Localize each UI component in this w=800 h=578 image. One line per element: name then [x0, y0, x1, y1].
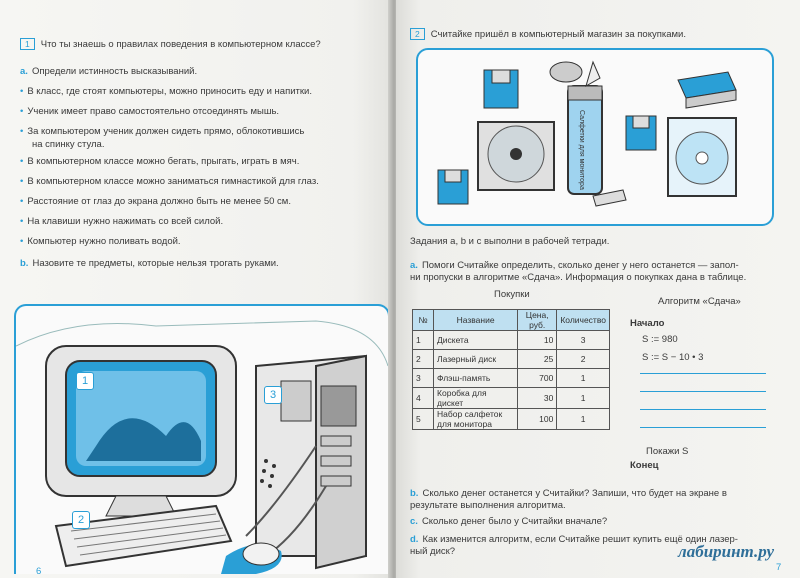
- algorithm-start: Начало: [630, 318, 665, 329]
- statement: •В класс, где стоят компьютеры, можно пр…: [20, 86, 312, 97]
- task-title: Что ты знаешь о правилах поведения в ком…: [40, 39, 321, 50]
- page-number: 6: [36, 566, 42, 577]
- table-header-row: № Название Цена, руб. Количество: [411, 309, 610, 331]
- part-a-line-2: ни пропуски в алгоритме «Сдача». Информа…: [410, 272, 747, 283]
- computer-drawing: [15, 320, 389, 574]
- shop-items-drawing: Салфетки для монитора: [437, 60, 737, 207]
- statement: •В компьютерном классе можно бегать, пры…: [20, 156, 300, 167]
- task-1-heading: 1 Что ты знаешь о правилах поведения в ко…: [20, 38, 321, 51]
- statement: •В компьютерном классе можно заниматься …: [20, 176, 319, 187]
- wipes-label: Салфетки для монитора: [578, 110, 585, 190]
- table-caption: Покупки: [494, 289, 530, 300]
- task-number-badge: 2: [410, 28, 425, 40]
- right-page: 2 Считайке пришёл в компьютерный магазин …: [396, 0, 800, 578]
- task-number-badge: 1: [20, 38, 35, 50]
- statement: •За компьютером ученик должен сидеть пря…: [20, 126, 305, 137]
- callout-1: 1: [76, 372, 94, 390]
- algorithm-line-2: S := S − 10 • 3: [642, 352, 704, 363]
- part-d-line-1: d.Как изменится алгоритм, если Считайке …: [410, 534, 738, 545]
- part-c: c.Сколько денег было у Считайки вначале?: [410, 516, 608, 527]
- part-a-label: a.: [20, 66, 28, 77]
- statement-continued: на спинку стула.: [32, 139, 105, 150]
- answer-line: [640, 427, 766, 428]
- part-b-text: Назовите те предметы, которые нельзя тро…: [32, 258, 279, 269]
- answer-line: [640, 373, 766, 374]
- algorithm-output: Покажи S: [646, 446, 689, 457]
- part-b-line-1: b.Сколько денег останется у Считайки? За…: [410, 488, 727, 499]
- statement: •На клавиши нужно нажимать со всей силой…: [20, 216, 224, 227]
- part-b-label: b.: [20, 258, 29, 269]
- watermark: лабиринт.ру: [678, 542, 775, 561]
- algorithm-line-1: S := 980: [642, 334, 678, 345]
- part-a-text: Определи истинность высказываний.: [31, 66, 198, 77]
- answer-line: [640, 409, 766, 410]
- part-d-line-2: ный диск?: [410, 546, 456, 557]
- instructions: Задания a, b и c выполни в рабочей тетра…: [410, 236, 610, 247]
- page-number: 7: [776, 562, 782, 573]
- part-b-line-2: результате выполнения алгоритма.: [410, 500, 566, 511]
- shop-items-illustration: Салфетки для монитора: [416, 48, 774, 226]
- statement: •Расстояние от глаз до экрана должно быт…: [20, 196, 291, 207]
- part-a-line-1: a.Помоги Считайке определить, сколько де…: [410, 260, 739, 271]
- algorithm-end: Конец: [630, 460, 659, 471]
- part-b: b.Назовите те предметы, которые нельзя т…: [20, 258, 279, 270]
- statement: •Компьютер нужно поливать водой.: [20, 236, 181, 247]
- left-page: 1 Что ты знаешь о правилах поведения в ко…: [0, 0, 392, 578]
- statement: •Ученик имеет право самостоятельно отсое…: [20, 106, 280, 117]
- callout-2: 2: [72, 511, 90, 529]
- part-a: a.Определи истинность высказываний.: [20, 66, 197, 78]
- algorithm-title: Алгоритм «Сдача»: [658, 296, 741, 307]
- task-2-heading: 2 Считайке пришёл в компьютерный магазин …: [410, 28, 686, 41]
- answer-line: [640, 391, 766, 392]
- callout-3: 3: [264, 386, 282, 404]
- computer-illustration: 1 2 3: [14, 304, 390, 574]
- task-title: Считайке пришёл в компьютерный магазин з…: [430, 29, 686, 40]
